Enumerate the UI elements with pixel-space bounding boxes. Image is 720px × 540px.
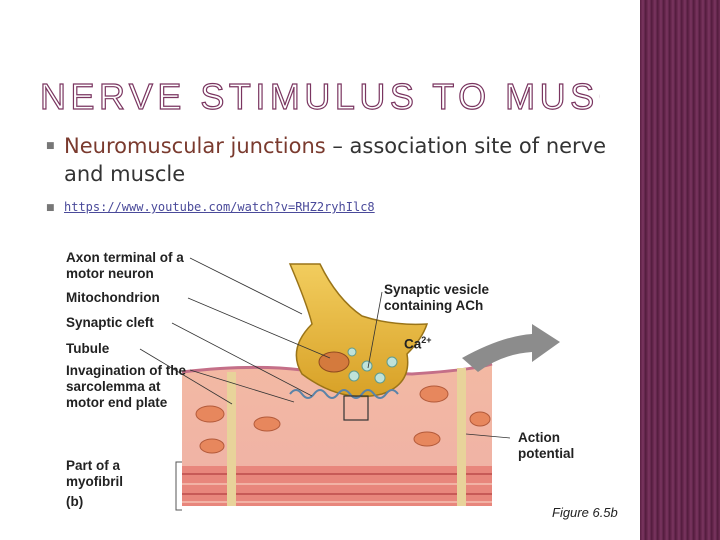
terminal-mitochondrion (318, 351, 350, 373)
label-synaptic-cleft: Synaptic cleft (66, 315, 154, 330)
neuromuscular-junction-figure: Axon terminal of a motor neuron Mitochon… (62, 244, 632, 530)
calcium-symbol: Ca (404, 336, 422, 352)
label-invagination: Invagination of the sarcolemma at motor … (66, 363, 186, 410)
sarcolemma-folds (289, 389, 399, 399)
bullet-text: Neuromuscular junctions – association si… (64, 132, 624, 188)
muscle-mitochondria (195, 385, 491, 454)
calcium-charge: 2+ (421, 335, 432, 345)
myofibril-brace (175, 461, 182, 511)
bullet-marker: ■ (46, 203, 55, 213)
slide-title-text: NERVE STIMULUS TO MUSCLES (40, 76, 600, 117)
tubule (457, 368, 466, 506)
bullet-marker: ■ (46, 141, 55, 151)
synaptic-vesicles (347, 347, 398, 384)
panel-label: (b) (66, 494, 84, 509)
label-myofibril: Part of a myofibril (66, 458, 124, 489)
figure-illustration (139, 257, 560, 511)
label-axon-terminal: Axon terminal of a motor neuron (66, 250, 184, 281)
action-potential-arrow (462, 324, 560, 372)
slide-title: NERVE STIMULUS TO MUSCLES (40, 72, 600, 120)
label-action-potential: Action potential (518, 430, 575, 461)
leader-lines (139, 257, 511, 439)
video-link[interactable]: https://www.youtube.com/watch?v=RHZ2ryhI… (64, 200, 375, 214)
label-synaptic-vesicle: Synaptic vesicle containing ACh (384, 282, 490, 313)
bullet-term: Neuromuscular junctions (64, 134, 326, 158)
tubule (227, 372, 236, 506)
figure-reference: Figure 6.5b (552, 505, 618, 520)
label-tubule: Tubule (66, 341, 110, 356)
decorative-sidebar (640, 0, 720, 540)
label-mitochondrion: Mitochondrion (66, 290, 160, 305)
bullet-definition: – association site of nerve and muscle (64, 134, 607, 186)
label-calcium: Ca2+ (404, 332, 432, 353)
